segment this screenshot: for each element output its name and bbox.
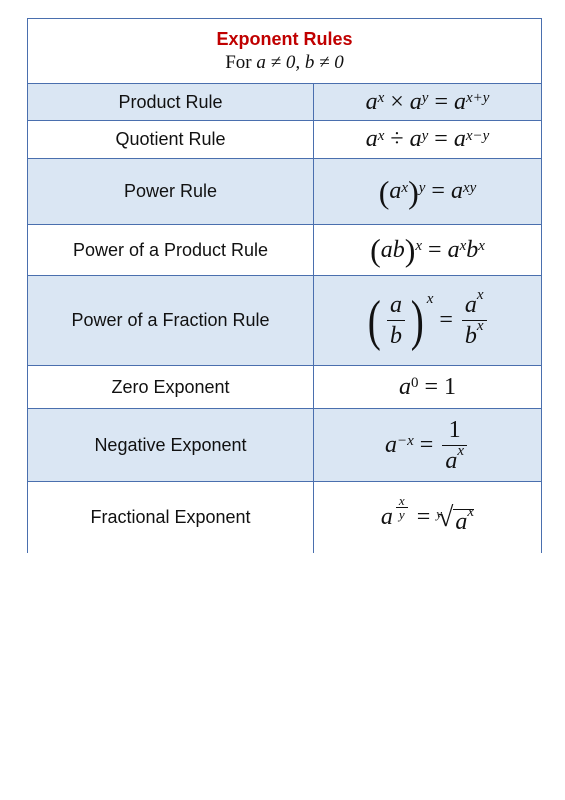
condition-line: For a ≠ 0, b ≠ 0 xyxy=(28,51,541,75)
page-title: Exponent Rules xyxy=(216,29,353,49)
rule-name: Product Rule xyxy=(28,84,314,120)
rule-name: Quotient Rule xyxy=(28,121,314,158)
rule-name: Fractional Exponent xyxy=(28,482,314,553)
rule-name: Power of a Fraction Rule xyxy=(28,276,314,365)
table-header: Exponent Rules For a ≠ 0, b ≠ 0 xyxy=(28,18,541,84)
exponent-rules-table: Exponent Rules For a ≠ 0, b ≠ 0 Product … xyxy=(27,18,542,553)
rule-name: Negative Exponent xyxy=(28,409,314,481)
condition-text: a ≠ 0, b ≠ 0 xyxy=(256,52,344,73)
rule-name: Power of a Product Rule xyxy=(28,225,314,275)
condition-prefix: For xyxy=(225,52,252,73)
rule-name: Zero Exponent xyxy=(28,366,314,408)
rule-name: Power Rule xyxy=(28,159,314,224)
